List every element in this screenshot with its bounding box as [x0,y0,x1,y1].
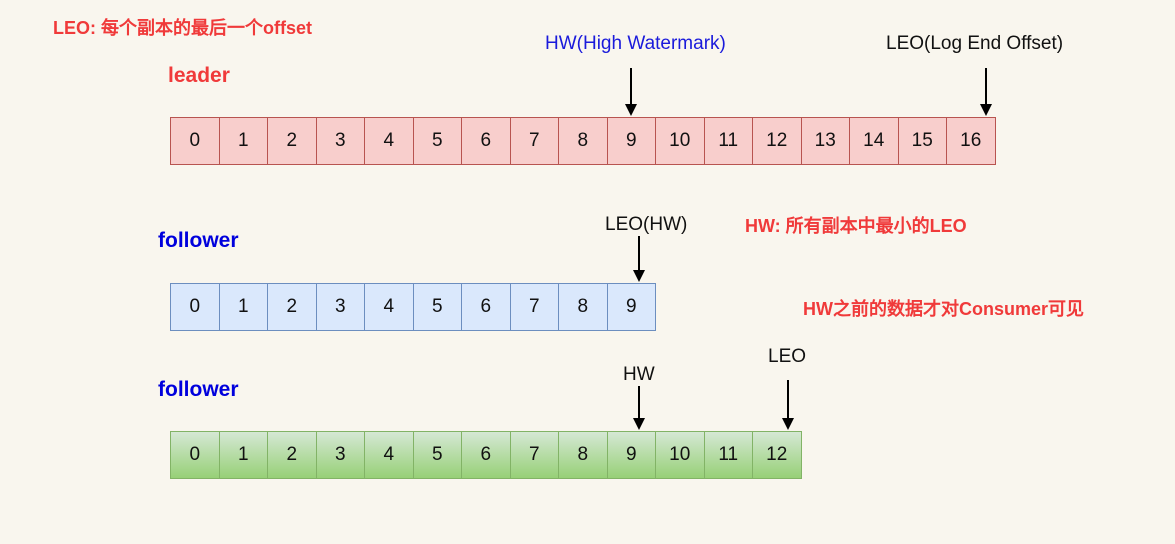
leader-hw-label: HW(High Watermark) [545,33,726,54]
offset-cell: 4 [364,117,414,165]
offset-cell: 0 [170,117,220,165]
offset-cell: 5 [412,431,462,479]
offset-cell: 1 [218,283,268,331]
hw-definition-note: HW: 所有副本中最小的LEO [745,216,967,236]
offset-cell: 3 [315,431,365,479]
offset-cell: 12 [752,117,802,165]
leader-label: leader [168,64,230,87]
leo-definition-note: LEO: 每个副本的最后一个offset [53,18,312,38]
offset-cell: 11 [703,431,753,479]
offset-cell: 7 [509,431,559,479]
offset-cell: 15 [897,117,947,165]
offset-cell: 3 [315,283,365,331]
offset-cell: 6 [461,431,511,479]
leader-leo-label: LEO(Log End Offset) [886,33,1064,54]
offset-cell: 6 [461,283,511,331]
leader-hw-arrow [625,68,637,116]
offset-cell: 8 [558,431,608,479]
offset-cell: 4 [364,283,414,331]
follower1-leo-hw-arrow [633,236,645,282]
offset-cell: 5 [412,117,462,165]
offset-cell: 8 [558,117,608,165]
offset-cell: 13 [800,117,850,165]
follower2-label: follower [158,378,239,401]
offset-cell: 9 [606,117,656,165]
offset-cell: 2 [267,283,317,331]
visibility-note: HW之前的数据才对Consumer可见 [803,299,1085,319]
offset-cell: 11 [703,117,753,165]
follower1-leo-hw-label: LEO(HW) [605,214,688,235]
offset-cell: 0 [170,431,220,479]
offset-cell: 14 [849,117,899,165]
offset-cell: 7 [509,117,559,165]
offset-cell: 2 [267,117,317,165]
offset-cell: 10 [655,431,705,479]
offset-cell: 9 [606,283,656,331]
follower2-hw-arrow [633,386,645,430]
offset-cell: 4 [364,431,414,479]
offset-cell: 12 [752,431,802,479]
follower1-label: follower [158,229,239,252]
offset-cell: 6 [461,117,511,165]
offset-cell: 5 [412,283,462,331]
offset-cell: 2 [267,431,317,479]
offset-cell: 16 [946,117,996,165]
offset-cell: 3 [315,117,365,165]
offset-cell: 1 [218,117,268,165]
follower2-leo-arrow [782,380,794,430]
leader-leo-arrow [980,68,992,116]
follower2-hw-label: HW [623,364,655,385]
offset-cell: 9 [606,431,656,479]
offset-cell: 1 [218,431,268,479]
offset-cell: 8 [558,283,608,331]
offset-cell: 0 [170,283,220,331]
follower2-leo-label: LEO [768,346,807,367]
offset-cell: 7 [509,283,559,331]
offset-cell: 10 [655,117,705,165]
